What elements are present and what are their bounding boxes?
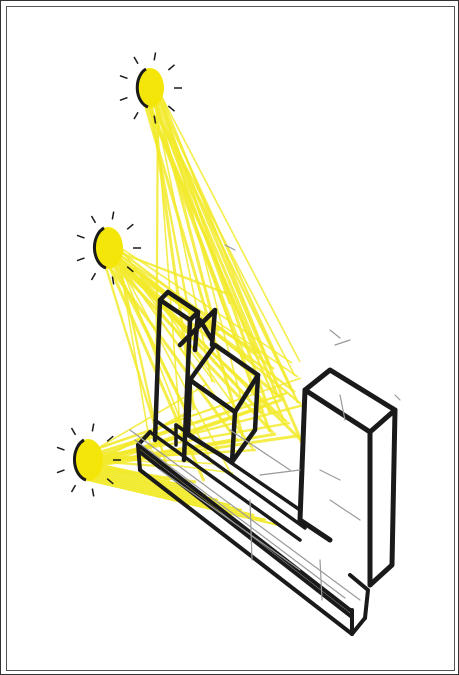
sun-tick (72, 428, 76, 435)
sun-tick (92, 424, 93, 432)
sun-ray (146, 94, 270, 432)
sun-tick (92, 489, 93, 497)
sun-tick (168, 65, 174, 70)
sun-tick (134, 57, 138, 64)
sun-ray (112, 254, 305, 444)
sun-tick (57, 470, 65, 473)
sun-tick (92, 273, 96, 280)
sun-tick (154, 53, 155, 61)
sun-tick (120, 98, 128, 101)
sun-tick (92, 216, 96, 223)
sun-tick (72, 485, 76, 492)
sun-tick (77, 258, 85, 261)
sun-tick (57, 447, 65, 450)
sun-tick (134, 112, 138, 119)
podium-base (138, 432, 368, 634)
sun-tick (127, 224, 133, 229)
sun-tick (120, 76, 128, 79)
sun-tick (77, 235, 85, 238)
sun-tick (112, 212, 113, 220)
sun-rays (80, 82, 305, 525)
right-tower (300, 370, 395, 585)
